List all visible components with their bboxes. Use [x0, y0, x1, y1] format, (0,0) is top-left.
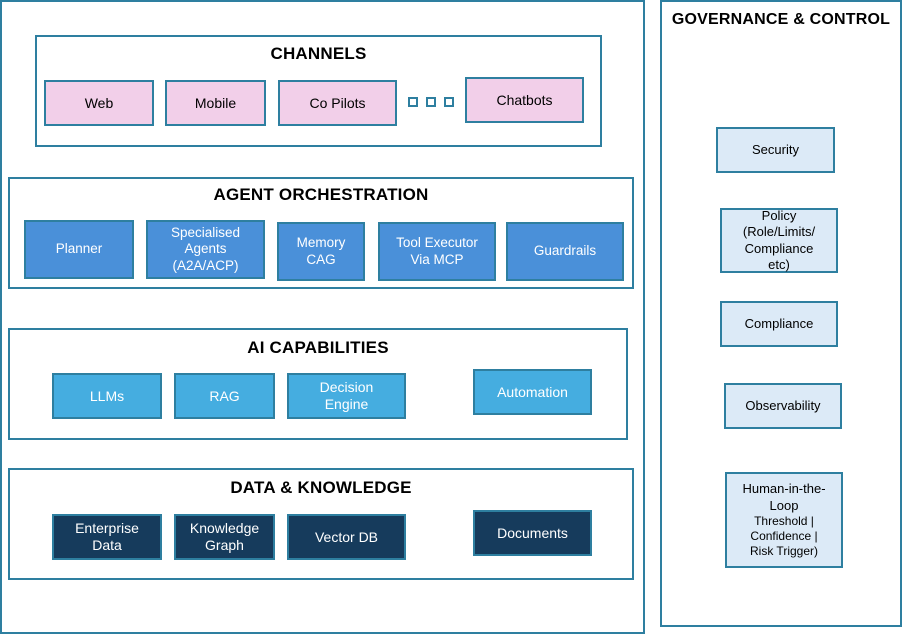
specialised-agents-line1: Specialised	[170, 225, 241, 241]
tool-executor-line2: Via MCP	[410, 251, 464, 267]
ellipsis-square-2	[426, 97, 436, 107]
vector-db-box: Vector DB	[287, 514, 406, 560]
channel-mobile: Mobile	[165, 80, 266, 126]
hitl-line2: Loop	[769, 497, 799, 513]
vector-db-label: Vector DB	[314, 528, 379, 545]
llms-box: LLMs	[52, 373, 162, 419]
automation-label: Automation	[497, 383, 568, 400]
memory-line1: Memory	[296, 235, 346, 251]
hitl-line3: Threshold |	[754, 513, 814, 528]
knowledge-graph-line2: Graph	[205, 537, 244, 553]
governance-title: GOVERNANCE & CONTROL	[671, 11, 891, 28]
policy-box: Policy (Role/Limits/ Compliance etc)	[720, 208, 838, 273]
rag-label: RAG	[209, 387, 240, 404]
compliance-box: Compliance	[720, 301, 838, 347]
security-label: Security	[752, 142, 799, 158]
documents-label: Documents	[497, 524, 568, 541]
knowledge-graph-box: Knowledge Graph	[174, 514, 275, 560]
decision-engine-line1: Decision	[319, 379, 374, 396]
observability-box: Observability	[724, 383, 842, 429]
memory-line2: CAG	[306, 251, 336, 267]
security-box: Security	[716, 127, 835, 173]
decision-engine-box: Decision Engine	[287, 373, 406, 419]
hitl-line4: Confidence |	[750, 528, 818, 543]
compliance-label: Compliance	[744, 316, 814, 332]
channel-chatbots: Chatbots	[465, 77, 584, 123]
channels-title: CHANNELS	[270, 44, 367, 63]
human-in-the-loop-box: Human-in-the- Loop Threshold | Confidenc…	[725, 472, 843, 568]
enterprise-data-line1: Enterprise	[75, 520, 139, 537]
enterprise-data-box: Enterprise Data	[52, 514, 162, 560]
planner-box: Planner	[24, 220, 134, 279]
planner-label: Planner	[55, 241, 103, 257]
agent-orchestration-title: AGENT ORCHESTRATION	[213, 185, 429, 204]
memory-cag-box: Memory CAG	[277, 222, 365, 281]
documents-box: Documents	[473, 510, 592, 556]
specialised-agents-line3: (A2A/ACP)	[172, 257, 239, 273]
guardrails-label: Guardrails	[533, 243, 597, 259]
ellipsis-square-1	[408, 97, 418, 107]
automation-box: Automation	[473, 369, 592, 415]
policy-line1: Policy	[761, 208, 797, 223]
ellipsis-square-3	[444, 97, 454, 107]
policy-line4: etc)	[768, 256, 790, 272]
channel-co-pilots: Co Pilots	[278, 80, 397, 126]
ai-capabilities-title: AI CAPABILITIES	[247, 338, 389, 357]
observability-label: Observability	[745, 398, 821, 414]
knowledge-graph-line1: Knowledge	[189, 520, 260, 537]
tool-executor-line1: Tool Executor	[396, 235, 478, 251]
policy-line3: Compliance	[744, 240, 814, 256]
rag-box: RAG	[174, 373, 275, 419]
specialised-agents-box: Specialised Agents (A2A/ACP)	[146, 220, 265, 279]
hitl-line5: Risk Trigger)	[749, 543, 818, 558]
channel-web: Web	[44, 80, 154, 126]
enterprise-data-line2: Data	[92, 537, 122, 553]
data-knowledge-title: DATA & KNOWLEDGE	[230, 478, 412, 497]
llms-label: LLMs	[89, 387, 125, 404]
policy-line2: (Role/Limits/	[742, 224, 816, 240]
decision-engine-line2: Engine	[324, 396, 369, 412]
guardrails-box: Guardrails	[506, 222, 624, 281]
hitl-line1: Human-in-the-	[742, 481, 826, 497]
specialised-agents-line2: Agents	[184, 241, 227, 257]
tool-executor-box: Tool Executor Via MCP	[378, 222, 496, 281]
